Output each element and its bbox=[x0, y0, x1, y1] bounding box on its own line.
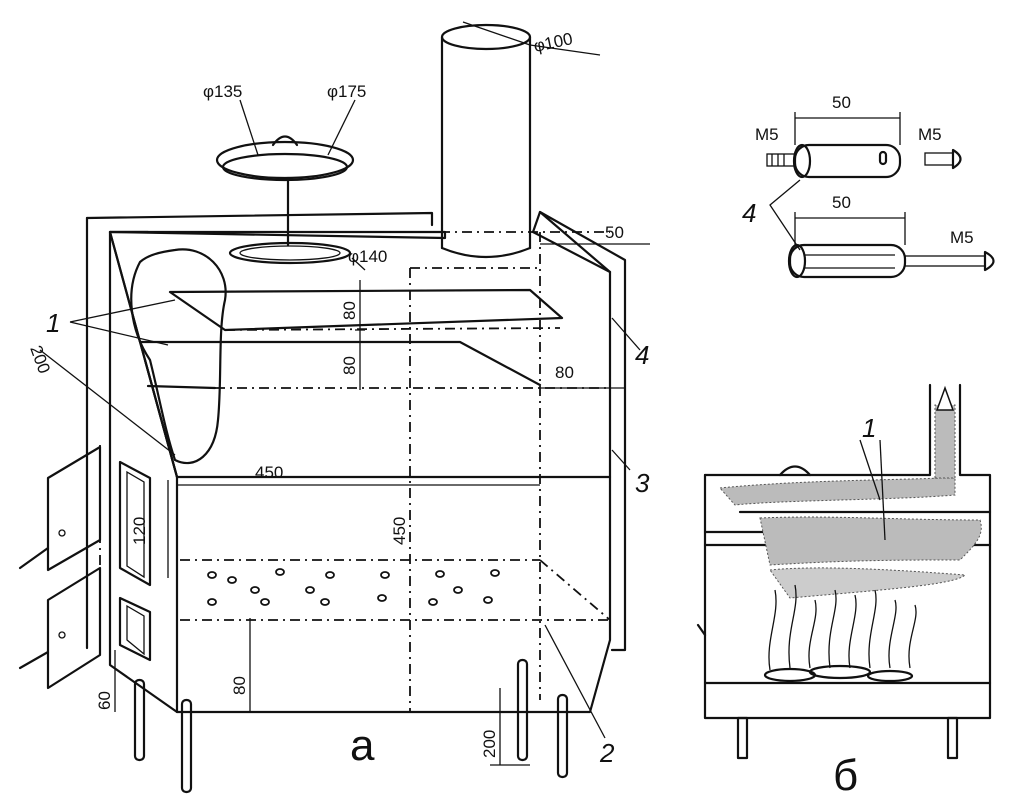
cutaway-region bbox=[130, 248, 227, 465]
flow-arrow-icon bbox=[935, 385, 955, 411]
long-screw bbox=[904, 255, 986, 267]
ash-door bbox=[18, 566, 102, 690]
dim-spacer-lower: 50 bbox=[832, 193, 851, 212]
dim-pipe-diameter: φ100 bbox=[532, 29, 574, 56]
screw-label-right: M5 bbox=[918, 125, 942, 144]
firebox-door bbox=[18, 445, 102, 572]
firewood bbox=[763, 664, 914, 683]
dim-ash-door-offset: 60 bbox=[95, 691, 114, 710]
grate-holes bbox=[207, 568, 500, 606]
chimney-pipe bbox=[440, 23, 532, 259]
lower-baffle bbox=[138, 340, 542, 387]
view-label-b: б bbox=[833, 751, 858, 800]
screw-label-left: M5 bbox=[755, 125, 779, 144]
dim-ash-height: 80 bbox=[230, 676, 249, 695]
dim-opening: φ140 bbox=[348, 247, 387, 266]
callout-4: 4 bbox=[635, 340, 649, 370]
baffle-edge bbox=[146, 384, 217, 390]
flame-icon bbox=[768, 584, 917, 671]
dim-leg-height: 200 bbox=[480, 730, 499, 758]
callout-1-section: 1 bbox=[862, 413, 876, 443]
dim-baffle-gap-2: 80 bbox=[340, 356, 359, 375]
screw-label-long: M5 bbox=[950, 228, 974, 247]
dim-height: 450 bbox=[390, 517, 409, 545]
right-side-sheet bbox=[538, 210, 627, 652]
dim-lid-outer: φ175 bbox=[327, 82, 366, 101]
dim-baffle-overhang: 80 bbox=[555, 363, 574, 382]
right-bottom-outline bbox=[175, 210, 612, 714]
legs bbox=[133, 658, 569, 794]
back-sheet-top bbox=[85, 211, 434, 227]
spacer-lower bbox=[788, 243, 907, 279]
top-right-edge bbox=[531, 230, 612, 274]
dim-spacer-upper: 50 bbox=[832, 93, 851, 112]
grate-side bbox=[539, 559, 611, 621]
screw-right bbox=[924, 152, 954, 166]
smoke-flow bbox=[718, 404, 982, 599]
view-label-a: а bbox=[350, 721, 375, 770]
callout-3: 3 bbox=[635, 468, 650, 498]
callout-4-detail: 4 bbox=[742, 198, 756, 228]
dim-lid-inner: φ135 bbox=[203, 82, 242, 101]
callout-1: 1 bbox=[46, 308, 60, 338]
dim-side-offset: 50 bbox=[605, 223, 624, 242]
dim-side-depth: 200 bbox=[26, 343, 54, 376]
firebox-opening bbox=[118, 460, 152, 587]
dimension-lines bbox=[39, 21, 650, 766]
spacer-detail: 50 50 M5 M5 M5 4 bbox=[742, 93, 995, 279]
ash-opening bbox=[118, 596, 152, 662]
top-opening bbox=[228, 241, 352, 265]
stove-isometric-view: φ100 φ135 φ175 φ140 50 80 80 80 450 450 … bbox=[18, 21, 650, 794]
lid bbox=[215, 135, 355, 247]
cut-edge bbox=[143, 358, 179, 479]
dim-door-height: 120 bbox=[130, 517, 149, 545]
callout-2: 2 bbox=[599, 738, 615, 768]
dim-baffle-gap-1: 80 bbox=[340, 301, 359, 320]
top-front-edge bbox=[108, 230, 447, 240]
hidden-h-1 bbox=[224, 327, 561, 331]
dim-width: 450 bbox=[255, 463, 283, 482]
screw-left bbox=[766, 153, 796, 167]
cross-section-view: 1 б bbox=[696, 383, 992, 800]
upper-baffle bbox=[168, 288, 564, 332]
